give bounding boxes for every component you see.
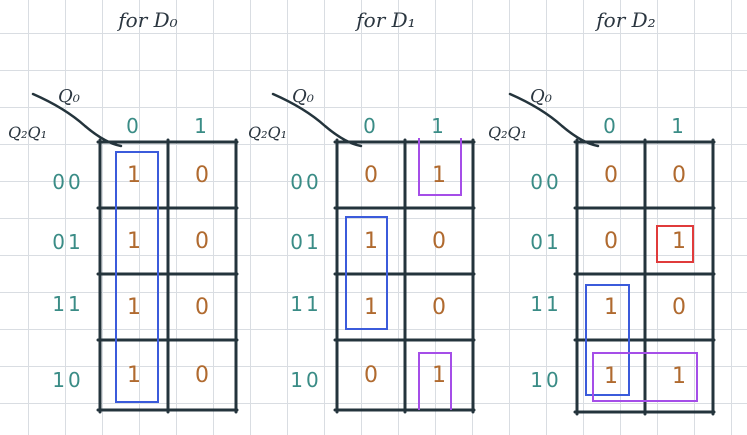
- purple-group-top: [418, 138, 462, 196]
- map-title: for D₂: [596, 8, 656, 32]
- col-head-1: 1: [671, 114, 687, 138]
- var-q2q1-label: Q₂Q₁: [248, 123, 288, 142]
- cell-11-1: 0: [195, 294, 209, 320]
- cell-11-0: 1: [127, 294, 141, 320]
- col-head-0: 0: [603, 114, 619, 138]
- col-head-1: 1: [194, 114, 210, 138]
- map-title: for D₀: [118, 8, 178, 32]
- var-q0-label: Q₀: [58, 86, 80, 107]
- blue-group: [585, 284, 630, 396]
- cell-10-0: 1: [127, 362, 141, 388]
- cell-11-0: 1: [604, 294, 618, 320]
- cell-00-0: 0: [364, 162, 378, 188]
- row-head-10: 10: [52, 368, 84, 392]
- blue-group: [115, 151, 159, 403]
- map-title: for D₁: [356, 8, 416, 32]
- cell-10-1: 1: [432, 362, 446, 388]
- cell-00-1: 1: [432, 162, 446, 188]
- cell-10-0: 1: [604, 363, 618, 389]
- cell-10-1: 1: [672, 363, 686, 389]
- cell-01-0: 1: [364, 228, 378, 254]
- cell-11-1: 0: [432, 294, 446, 320]
- row-head-11: 11: [290, 292, 322, 316]
- cell-11-0: 1: [364, 294, 378, 320]
- purple-group-bottom: [418, 352, 452, 410]
- col-head-0: 0: [363, 114, 379, 138]
- cell-11-1: 0: [672, 294, 686, 320]
- cell-01-1: 0: [432, 228, 446, 254]
- col-head-1: 1: [431, 114, 447, 138]
- row-head-00: 00: [290, 170, 322, 194]
- cell-01-0: 1: [127, 228, 141, 254]
- row-head-11: 11: [52, 292, 84, 316]
- row-head-11: 11: [530, 292, 562, 316]
- var-q2q1-label: Q₂Q₁: [488, 123, 528, 142]
- red-group: [656, 225, 694, 263]
- cell-01-0: 0: [604, 228, 618, 254]
- cell-10-0: 0: [364, 362, 378, 388]
- col-head-0: 0: [126, 114, 142, 138]
- purple-group: [592, 352, 698, 402]
- cell-01-1: 0: [195, 228, 209, 254]
- blue-group: [345, 216, 388, 330]
- row-head-01: 01: [290, 230, 322, 254]
- row-head-00: 00: [530, 170, 562, 194]
- var-q0-label: Q₀: [530, 86, 552, 107]
- cell-00-0: 0: [604, 162, 618, 188]
- row-head-01: 01: [52, 230, 84, 254]
- cell-00-1: 0: [672, 162, 686, 188]
- cell-10-1: 0: [195, 362, 209, 388]
- var-q0-label: Q₀: [292, 86, 314, 107]
- row-head-10: 10: [290, 368, 322, 392]
- row-head-00: 00: [52, 170, 84, 194]
- cell-00-1: 0: [195, 162, 209, 188]
- cell-00-0: 1: [127, 162, 141, 188]
- cell-01-1: 1: [672, 228, 686, 254]
- var-q2q1-label: Q₂Q₁: [8, 123, 48, 142]
- row-head-01: 01: [530, 230, 562, 254]
- row-head-10: 10: [530, 368, 562, 392]
